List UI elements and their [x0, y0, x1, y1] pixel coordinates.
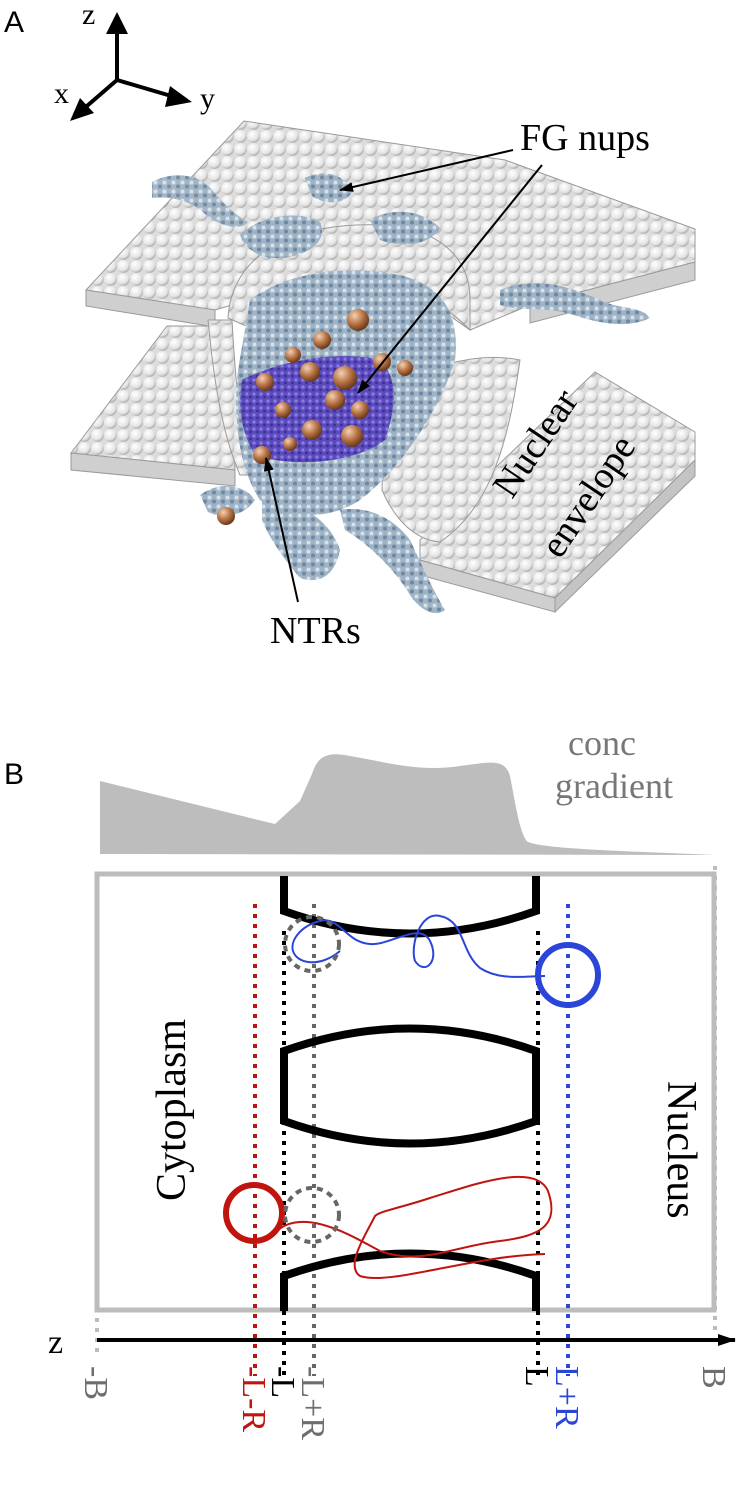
- lower-membrane: [70, 325, 696, 614]
- panel-a-letter: A: [4, 6, 25, 39]
- particle-ghost-bottom: [283, 1186, 341, 1244]
- tick-minus-l: -L: [264, 1366, 301, 1398]
- ntrs-label: NTRs: [270, 610, 361, 652]
- particle-markers: [223, 915, 601, 1244]
- particle-red: [223, 1182, 285, 1244]
- pore-walls: [280, 876, 540, 1311]
- axis-y-label: y: [200, 82, 215, 115]
- particle-blue: [535, 942, 601, 1008]
- tick-minus-l-minus-r: -L-R: [235, 1366, 272, 1432]
- tick-minus-l-plus-r: -L+R: [294, 1366, 331, 1440]
- simulation-box: [94, 871, 717, 1313]
- concentration-profile: [100, 754, 715, 855]
- axis-z-label: z: [82, 0, 95, 31]
- z-axis-label: z: [48, 1324, 63, 1361]
- trajectories: [271, 914, 553, 1280]
- ntr-particles: [217, 309, 413, 525]
- tick-l-plus-r: L+R: [548, 1366, 585, 1429]
- gradient-label-gradient: gradient: [555, 766, 673, 806]
- blue-trajectory: [291, 914, 546, 978]
- gradient-label-conc: conc: [568, 723, 636, 763]
- axis-tick-labels: -B -L-R -L -L+R L L+R B: [77, 1366, 732, 1440]
- tick-l: L: [518, 1366, 555, 1387]
- pore-schematic: conc gradient Cytoplasm Nucleus z -B: [48, 723, 736, 1440]
- tick-minus-b: -B: [77, 1366, 114, 1400]
- cytoplasm-label: Cytoplasm: [149, 1019, 195, 1201]
- panel-b-letter: B: [4, 758, 25, 791]
- nucleus-label: Nucleus: [658, 1081, 704, 1219]
- axis-x-label: x: [54, 77, 69, 110]
- coordinate-axes: z x y: [54, 0, 215, 121]
- pore-rendering: z x y: [54, 0, 696, 652]
- tick-b: B: [695, 1366, 732, 1389]
- red-trajectory: [271, 1175, 553, 1280]
- particle-ghost-top: [283, 915, 341, 973]
- fg-nups-label: FG nups: [520, 117, 650, 159]
